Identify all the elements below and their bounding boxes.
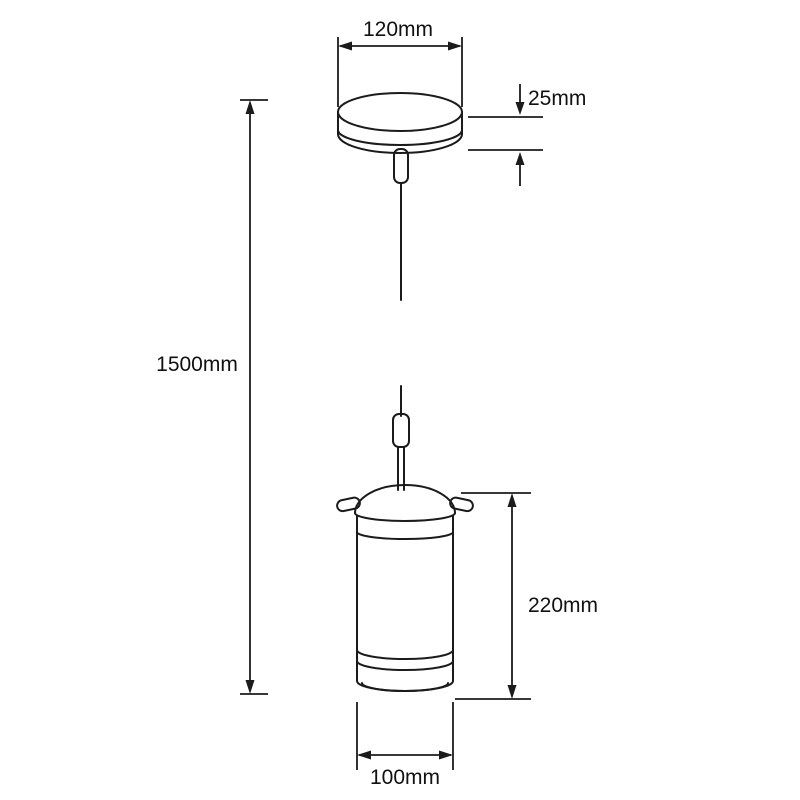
dim-canopy-diameter: 120mm: [337, 18, 463, 107]
arrow-down-icon: [245, 680, 255, 694]
cap-bottom-edge: [354, 512, 456, 522]
arrow-right-icon: [448, 41, 462, 51]
canopy-rim-inner: [337, 129, 463, 146]
cord-grip: [392, 413, 410, 448]
bottom-ring-upper: [356, 649, 454, 660]
ceiling-canopy: [337, 92, 463, 184]
arrow-left-icon: [357, 750, 371, 760]
dim-overall-drop: 1500mm: [156, 99, 268, 695]
lamp-cap: [336, 484, 474, 522]
canopy-rim-bottom: [337, 133, 463, 154]
dim-canopy-height: 25mm: [468, 84, 586, 186]
shade-band-edge: [356, 531, 454, 540]
bottom-ring-lower: [356, 660, 454, 671]
dim-label-shade-height: 220mm: [528, 594, 598, 617]
dim-label-shade-diameter: 100mm: [370, 766, 440, 789]
canopy-nipple: [393, 148, 409, 184]
side-screw-right: [449, 496, 474, 513]
dim-label-canopy-diameter: 120mm: [363, 18, 433, 41]
lamp-shade: [356, 515, 454, 692]
dimensions: 120mm 25mm 1500mm: [156, 18, 598, 789]
dim-shade-diameter: 100mm: [356, 702, 454, 789]
dim-shade-height: 220mm: [455, 492, 598, 700]
canopy-top-ellipse: [337, 92, 463, 132]
arrow-right-icon: [439, 750, 453, 760]
pendant-lamp-outline: [336, 92, 474, 692]
dim-label-overall-drop: 1500mm: [156, 353, 238, 376]
arrow-down-icon: [507, 685, 517, 699]
dim-label-canopy-height: 25mm: [528, 87, 586, 110]
stem-rod: [397, 446, 405, 491]
arrow-up-icon: [515, 152, 525, 165]
arrow-down-icon: [515, 102, 525, 115]
side-screw-left: [336, 496, 361, 513]
arrow-up-icon: [245, 100, 255, 114]
arrow-left-icon: [338, 41, 352, 51]
shade-bottom-outer: [356, 680, 454, 692]
shade-bottom-inner: [361, 682, 449, 692]
arrow-up-icon: [507, 493, 517, 507]
